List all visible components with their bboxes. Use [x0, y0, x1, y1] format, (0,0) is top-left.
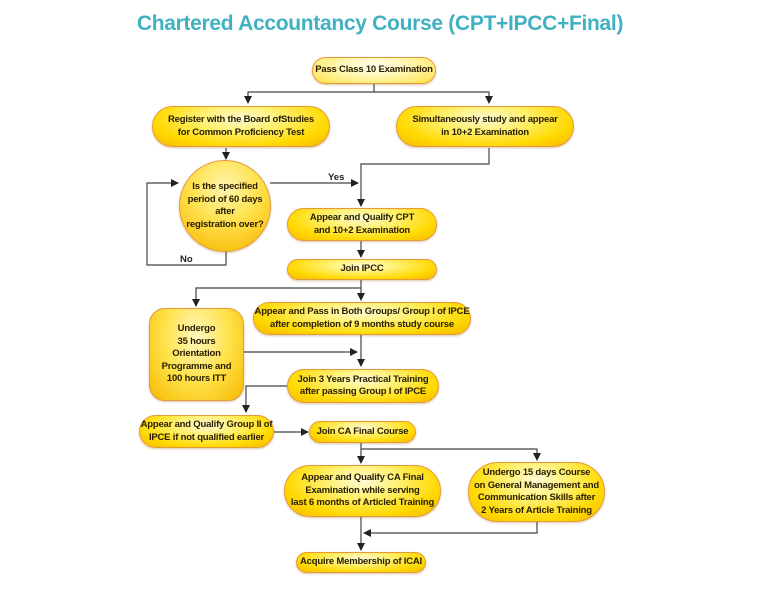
- node-label: Undergo 15 days Course on General Manage…: [474, 467, 599, 516]
- node-qualify-ca-final: Appear and Qualify CA Final Examination …: [284, 465, 441, 517]
- node-label: Join IPCC: [340, 263, 384, 275]
- connector-ipcc-to-orientation: [192, 280, 362, 307]
- connector-class10-to-simultaneous: [374, 91, 493, 104]
- node-orientation: Undergo 35 hours Orientation Programme a…: [149, 308, 244, 401]
- node-qualify-cpt: Appear and Qualify CPT and 10+2 Examinat…: [287, 208, 437, 241]
- connector-simultaneous-to-merge: [357, 148, 490, 207]
- node-label: Appear and Qualify Group II of IPCE if n…: [140, 419, 273, 443]
- node-pass-groups-ipce: Appear and Pass in Both Groups/ Group I …: [253, 302, 471, 335]
- node-label: Pass Class 10 Examination: [315, 64, 433, 76]
- node-pass-class-10: Pass Class 10 Examination: [312, 57, 436, 84]
- node-join-ipcc: Join IPCC: [287, 259, 437, 280]
- connector-cafinal-to-gmcs: [361, 448, 541, 461]
- node-label: Appear and Pass in Both Groups/ Group I …: [254, 306, 470, 330]
- node-label: Appear and Qualify CPT and 10+2 Examinat…: [309, 212, 415, 236]
- diagram-title: Chartered Accountancy Course (CPT+IPCC+F…: [136, 12, 624, 35]
- connector-class10-split: [244, 83, 375, 104]
- node-label: Join CA Final Course: [316, 425, 409, 437]
- node-practical-training: Join 3 Years Practical Training after pa…: [287, 369, 439, 403]
- node-label: Is the specified period of 60 days after…: [186, 181, 264, 230]
- connector-gmcs-to-merge: [363, 522, 538, 537]
- connector-practical-to-group2: [242, 385, 287, 413]
- node-label: Appear and Qualify CA Final Examination …: [290, 472, 435, 509]
- node-join-ca-final: Join CA Final Course: [309, 421, 416, 443]
- node-qualify-group-2: Appear and Qualify Group II of IPCE if n…: [139, 415, 274, 448]
- edge-label-no: No: [180, 254, 193, 265]
- node-membership: Acquire Membership of ICAI: [296, 552, 426, 573]
- node-label: Join 3 Years Practical Training after pa…: [297, 373, 429, 398]
- connector-decision-no-loop: [146, 179, 227, 266]
- node-decision-60-days: Is the specified period of 60 days after…: [179, 160, 271, 252]
- node-register-board: Register with the Board ofStudies for Co…: [152, 106, 330, 147]
- node-gmcs-course: Undergo 15 days Course on General Manage…: [468, 462, 605, 522]
- node-label: Undergo 35 hours Orientation Programme a…: [161, 323, 232, 385]
- node-label: Simultaneously study and appear in 10+2 …: [412, 114, 558, 138]
- node-label: Register with the Board ofStudies for Co…: [168, 114, 314, 138]
- node-simultaneous-study: Simultaneously study and appear in 10+2 …: [396, 106, 574, 147]
- node-label: Acquire Membership of ICAI: [299, 556, 422, 568]
- edge-label-yes: Yes: [328, 172, 345, 183]
